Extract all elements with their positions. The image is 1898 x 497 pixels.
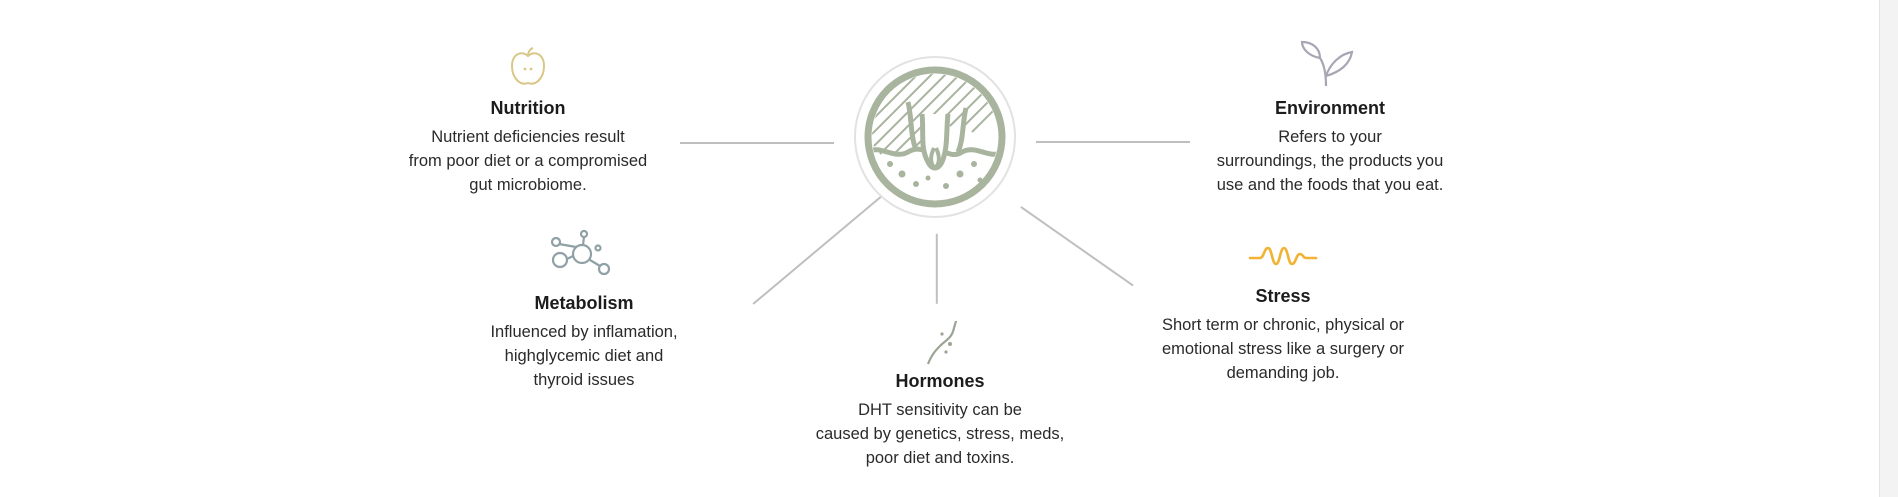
factor-hormones: Hormones DHT sensitivity can be caused b… bbox=[800, 370, 1080, 470]
metabolism-line: Influenced by inflamation, bbox=[490, 323, 678, 341]
scrollbar-track[interactable] bbox=[1879, 0, 1898, 497]
hormones-line: DHT sensitivity can be bbox=[858, 401, 1022, 419]
hormones-line: poor diet and toxins. bbox=[865, 449, 1015, 467]
factor-metabolism: Metabolism Influenced by inflamation, hi… bbox=[444, 292, 724, 392]
connector-hormones bbox=[936, 233, 938, 304]
stress-title: Stress bbox=[1255, 286, 1311, 306]
stress-wave-icon bbox=[1248, 246, 1318, 266]
metabolism-line: thyroid issues bbox=[533, 371, 635, 389]
hormones-description: DHT sensitivity can be caused by genetic… bbox=[800, 398, 1080, 470]
environment-title: Environment bbox=[1274, 98, 1385, 118]
nutrition-line: gut microbiome. bbox=[469, 176, 587, 194]
nutrition-description: Nutrient deficiencies result from poor d… bbox=[388, 125, 668, 197]
nutrition-line: from poor diet or a compromised bbox=[408, 152, 648, 170]
nutrition-line: Nutrient deficiencies result bbox=[431, 128, 625, 146]
connector-environment bbox=[1036, 141, 1190, 143]
hormones-title: Hormones bbox=[895, 371, 985, 391]
environment-line: surroundings, the products you bbox=[1216, 152, 1444, 170]
factor-nutrition: Nutrition Nutrient deficiencies result f… bbox=[388, 97, 668, 197]
environment-description: Refers to your surroundings, the product… bbox=[1190, 125, 1470, 197]
metabolism-line: highglycemic diet and bbox=[504, 347, 664, 365]
molecule-icon bbox=[550, 229, 611, 276]
hormone-squiggle-icon bbox=[926, 320, 958, 365]
environment-line: Refers to your bbox=[1278, 128, 1382, 146]
stress-description: Short term or chronic, physical or emoti… bbox=[1142, 313, 1424, 385]
environment-line: use and the foods that you eat. bbox=[1216, 176, 1444, 194]
factor-stress: Stress Short term or chronic, physical o… bbox=[1142, 285, 1424, 385]
apple-icon bbox=[510, 47, 546, 85]
connector-stress bbox=[1020, 206, 1134, 287]
hormones-line: caused by genetics, stress, meds, bbox=[815, 425, 1065, 443]
factor-environment: Environment Refers to your surroundings,… bbox=[1190, 97, 1470, 197]
connector-nutrition bbox=[680, 142, 834, 144]
nutrition-title: Nutrition bbox=[490, 98, 566, 118]
metabolism-description: Influenced by inflamation, highglycemic … bbox=[444, 320, 724, 392]
stress-line: emotional stress like a surgery or bbox=[1161, 340, 1405, 358]
stress-line: demanding job. bbox=[1226, 364, 1340, 382]
stress-line: Short term or chronic, physical or bbox=[1161, 316, 1405, 334]
metabolism-title: Metabolism bbox=[534, 293, 634, 313]
leaf-sprout-icon bbox=[1300, 40, 1354, 87]
scalp-hair-follicle-icon bbox=[854, 56, 1016, 218]
